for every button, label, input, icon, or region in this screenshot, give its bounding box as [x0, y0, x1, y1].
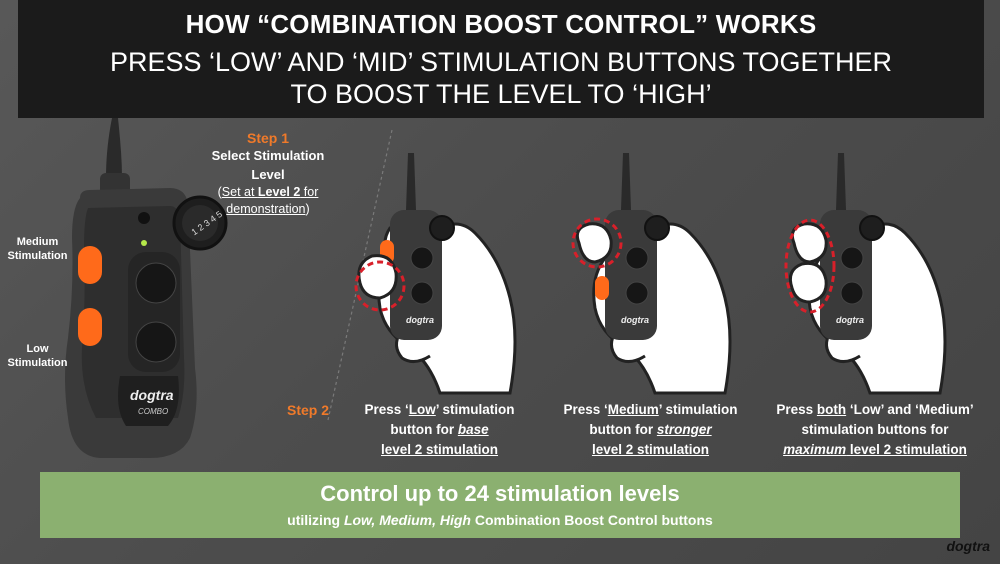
top-button: [135, 262, 177, 304]
step1-block: Step 1 Select Stimulation Level (Set at …: [198, 130, 338, 218]
caption-low: Press ‘Low’ stimulation button for base …: [364, 402, 515, 457]
summary-line2: utilizing Low, Medium, High Combination …: [287, 512, 713, 528]
bottom-button: [135, 321, 177, 363]
title-banner: HOW “COMBINATION BOOST CONTROL” WORKS PR…: [18, 0, 984, 118]
step1-title-line2: Level: [251, 167, 285, 182]
page-subtitle-line1: PRESS ‘LOW’ AND ‘MID’ STIMULATION BUTTON…: [109, 47, 893, 77]
summary-line1: Control up to 24 stimulation levels: [320, 481, 680, 506]
indicator-light: [141, 240, 147, 246]
dogtra-logo: dogtra: [946, 538, 990, 554]
caption-both: Press both ‘Low’ and ‘Medium’ stimulatio…: [776, 402, 974, 457]
device-brand-text: dogtra: [130, 387, 174, 403]
page-subtitle-line2: TO BOOST THE LEVEL TO ‘HIGH’: [290, 79, 712, 109]
antenna: [106, 118, 122, 178]
device-model-text: COMBO: [138, 407, 168, 416]
page-title: HOW “COMBINATION BOOST CONTROL” WORKS: [185, 9, 817, 39]
summary-banner: Control up to 24 stimulation levels util…: [40, 472, 960, 538]
hand-low-press: [354, 151, 517, 395]
caption-medium: Press ‘Medium’ stimulation button for st…: [563, 402, 738, 457]
hand-illustrations: dogtra: [354, 151, 947, 395]
step1-title-line1: Select Stimulation: [211, 148, 325, 163]
step1-label: Step 1: [246, 130, 289, 146]
low-button: [78, 308, 102, 346]
highlight-both-circle: [784, 218, 836, 314]
highlight-medium-circle: [571, 217, 623, 269]
step1-note: (Set at Level 2 for demonstration): [217, 185, 319, 216]
hand-both-press: [784, 151, 947, 395]
highlight-low-circle: [354, 260, 406, 312]
remote-transmitter-image: 1 2 3 4 5 dogtra COMBO: [65, 118, 228, 458]
step2-label: Step 2: [287, 402, 330, 418]
medium-button: [78, 246, 102, 284]
hand-medium-press: [571, 151, 732, 395]
